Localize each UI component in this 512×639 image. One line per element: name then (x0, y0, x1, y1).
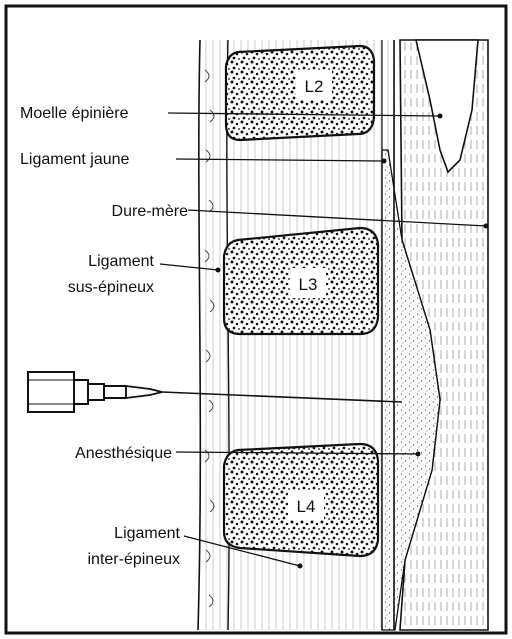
pointer-dot-anesthesique (416, 452, 421, 457)
label-anesthesique: Anesthésique (75, 445, 172, 462)
vertebra-l2-label: L2 (305, 77, 324, 96)
vertebra-l4-label: L4 (297, 497, 316, 516)
label-ligament-jaune: Ligament jaune (20, 151, 130, 168)
label-ligament-sus-line2: sus-épineux (68, 279, 154, 296)
pointer-dot-moelle (438, 114, 443, 119)
pointer-dot-ligament-sus (216, 268, 221, 273)
pointer-dot-ligament-jaune (382, 159, 387, 164)
vertebra-l3-label: L3 (299, 275, 318, 294)
label-ligament-inter-line1: Ligament (114, 525, 180, 542)
label-moelle-epiniere: Moelle épinière (20, 105, 129, 122)
label-ligament-inter-line2: inter-épineux (88, 551, 181, 568)
pointer-dot-ligament-inter (298, 564, 303, 569)
label-dure-mere: Dure-mère (112, 203, 189, 220)
label-ligament-sus-line1: Ligament (88, 253, 154, 270)
pointer-dot-dure-mere (484, 224, 489, 229)
